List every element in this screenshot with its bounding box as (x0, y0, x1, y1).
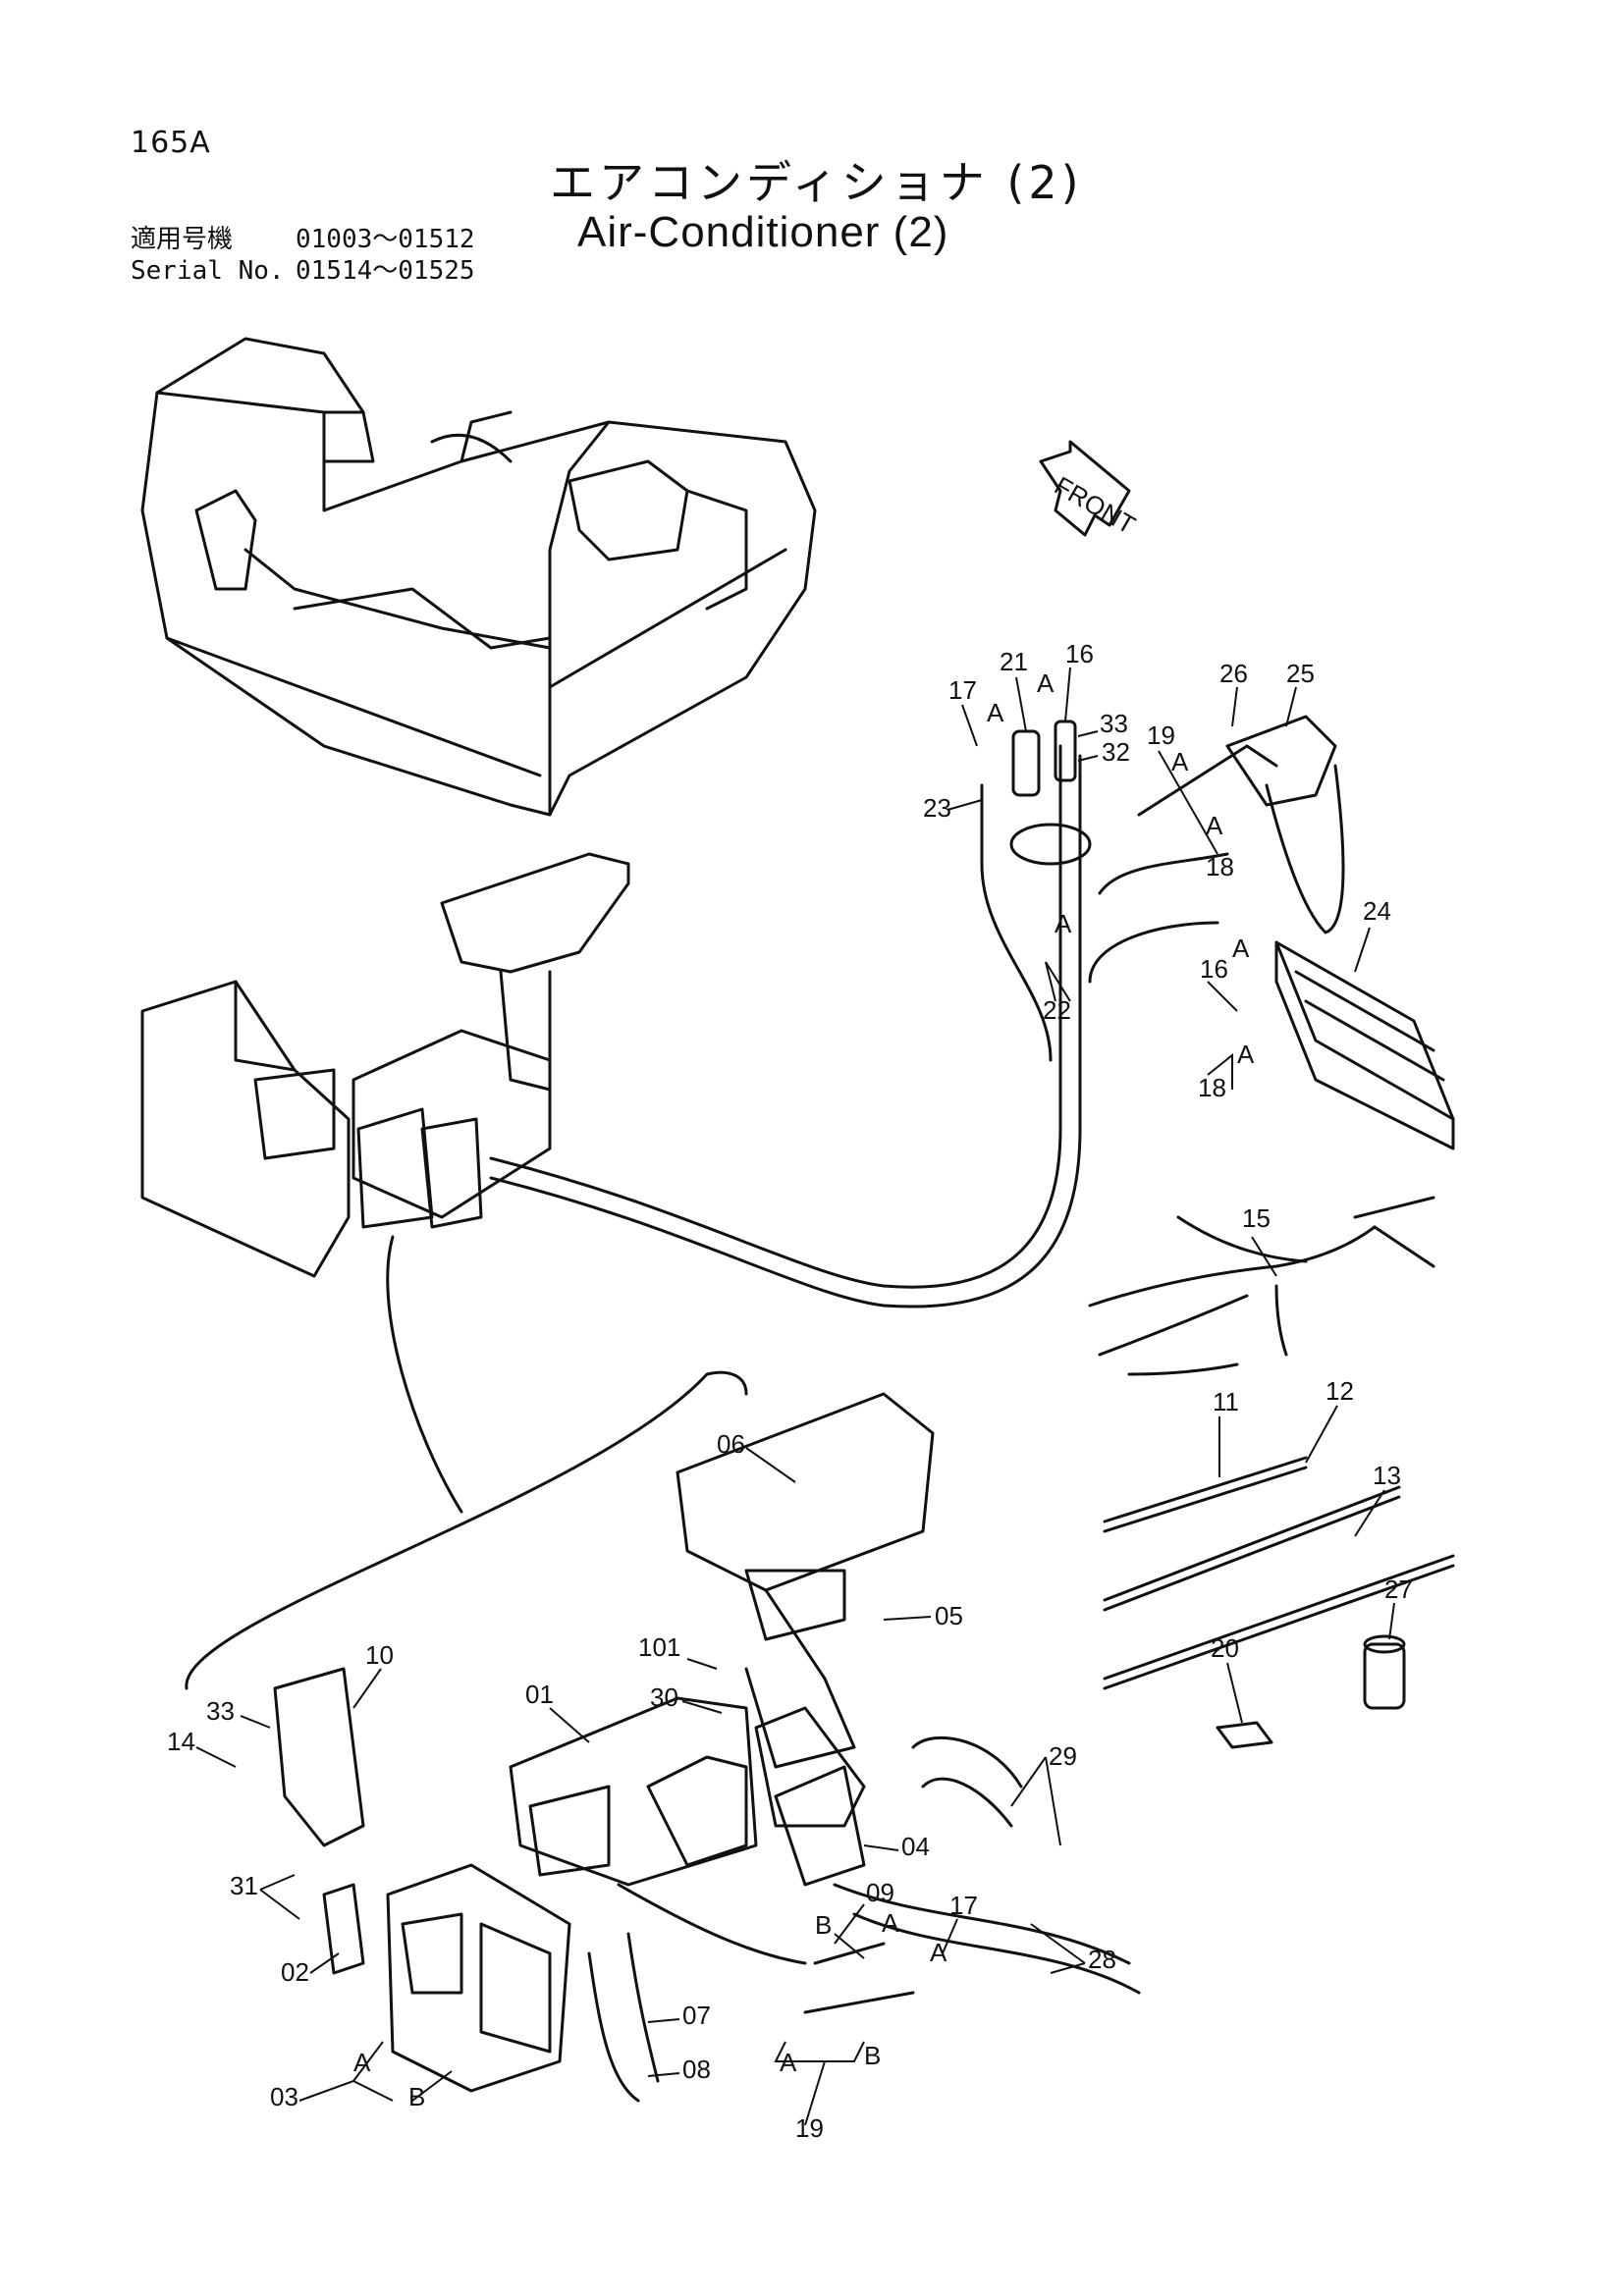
callout-33: 33 (206, 1696, 235, 1726)
callout-30: 30 (650, 1682, 678, 1712)
callout-02: 02 (281, 1957, 309, 1987)
callout-19: 19 (795, 2113, 824, 2143)
callout-29: 29 (1049, 1741, 1077, 1771)
exploded-unit (273, 1392, 1141, 2103)
receiver-bottle (1363, 1634, 1406, 1710)
callout-31: 31 (230, 1871, 258, 1900)
cab-assembly (140, 852, 630, 1278)
callout-a: A (882, 1908, 899, 1938)
leader-lines (195, 667, 1395, 2126)
callout-16: 16 (1200, 954, 1228, 984)
front-label: FRONT (1050, 470, 1141, 540)
callout-18: 18 (1206, 852, 1234, 881)
callout-33: 33 (1100, 709, 1128, 738)
page-code: 165A (131, 126, 211, 160)
callout-labels: 21 16 17 A A 33 32 23 19 A A 18 26 25 24… (167, 639, 1413, 2143)
machine-body-outline (140, 337, 817, 817)
detail-bracket (185, 1370, 748, 1690)
callout-a: A (1232, 934, 1250, 963)
callout-a: A (1237, 1040, 1255, 1069)
callout-10: 10 (365, 1640, 394, 1670)
callout-18: 18 (1198, 1073, 1226, 1102)
serial-label: 適用号機 (131, 225, 234, 254)
callout-09: 09 (866, 1878, 894, 1907)
callout-26: 26 (1219, 659, 1248, 688)
callout-13: 13 (1373, 1461, 1401, 1490)
title-english: Air-Conditioner (2) (577, 208, 949, 256)
callout-19: 19 (1147, 721, 1175, 750)
title-japanese: エアコンディショナ (2) (550, 156, 1083, 209)
callout-23: 23 (923, 793, 951, 823)
callout-20: 20 (1211, 1633, 1239, 1663)
cables (1103, 1456, 1455, 1690)
callout-04: 04 (901, 1832, 930, 1861)
detail-leader (386, 1235, 463, 1514)
serial-range: 01514～01525 (296, 256, 475, 286)
serial-numbers: 適用号機 01003～01512 Serial No. 01514～01525 (131, 224, 475, 287)
callout-11: 11 (1213, 1387, 1239, 1416)
callout-28: 28 (1088, 1945, 1116, 1974)
callout-a: A (1055, 909, 1072, 938)
callout-a: A (1171, 747, 1189, 776)
refrigerant-hoses (489, 744, 1229, 1308)
callout-24: 24 (1363, 896, 1391, 926)
label-plate (1216, 1721, 1273, 1749)
callout-a: A (1037, 668, 1055, 698)
callout-27: 27 (1384, 1575, 1413, 1604)
front-arrow (1039, 440, 1131, 537)
callout-16: 16 (1065, 639, 1094, 668)
callout-07: 07 (682, 2001, 711, 2030)
wire-harness (1088, 1196, 1435, 1376)
serial-range: 01003～01512 (296, 225, 475, 254)
serial-label: Serial No. (131, 256, 285, 286)
callout-08: 08 (682, 2055, 711, 2084)
callout-17: 17 (949, 1891, 978, 1920)
callout-14: 14 (167, 1727, 195, 1756)
callout-22: 22 (1043, 995, 1071, 1025)
callout-06: 06 (717, 1429, 745, 1459)
serial-row: 適用号機 01003～01512 (131, 224, 475, 255)
callout-a: A (353, 2048, 371, 2077)
callout-05: 05 (935, 1601, 963, 1630)
callout-a: A (930, 1938, 947, 1967)
callout-15: 15 (1242, 1203, 1271, 1233)
callout-03: 03 (270, 2082, 298, 2111)
callout-32: 32 (1102, 737, 1130, 767)
callout-a: A (987, 698, 1004, 727)
callout-17: 17 (948, 675, 977, 705)
callout-21: 21 (1000, 647, 1028, 676)
callout-01: 01 (525, 1680, 554, 1709)
callout-101: 101 (638, 1632, 680, 1662)
serial-row: Serial No. 01514～01525 (131, 255, 475, 287)
callout-b: B (864, 2041, 881, 2070)
condenser (1274, 940, 1455, 1150)
callout-25: 25 (1286, 659, 1315, 688)
callout-a: A (1206, 811, 1223, 840)
callout-b: B (815, 1910, 832, 1940)
callout-12: 12 (1325, 1376, 1354, 1406)
